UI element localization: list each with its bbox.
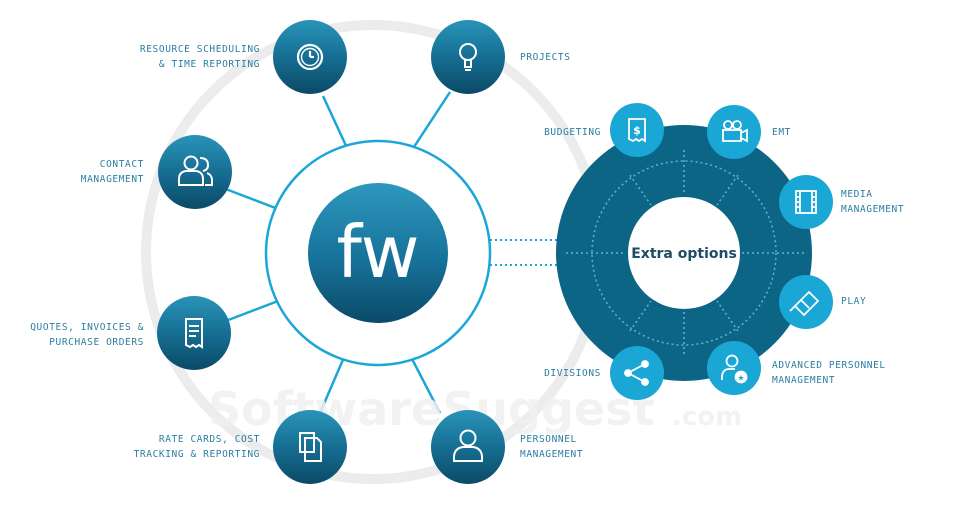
node-quotes-invoices[interactable] — [157, 296, 231, 370]
node-divisions[interactable] — [610, 346, 664, 400]
contacts-icon — [178, 155, 213, 186]
person-icon — [453, 429, 483, 462]
extra-ring-dotted-outer — [591, 160, 777, 346]
hub-core — [308, 183, 448, 323]
label-rate-cards: RATE CARDS, COST TRACKING & REPORTING — [133, 434, 260, 460]
lightbulb-icon — [459, 43, 477, 71]
node-contact-management[interactable] — [158, 135, 232, 209]
documents-icon — [299, 432, 322, 462]
label-quotes-invoices: QUOTES, INVOICES & PURCHASE ORDERS — [30, 322, 144, 348]
node-play[interactable] — [779, 275, 833, 329]
label-projects: PROJECTS — [520, 52, 571, 63]
label-media-management: MEDIA MANAGEMENT — [841, 189, 905, 215]
svg-text:$: $ — [633, 124, 641, 137]
node-emt[interactable] — [707, 105, 761, 159]
node-personnel-management[interactable] — [431, 410, 505, 484]
label-resource-scheduling: RESOURCE SCHEDULING & TIME REPORTING — [139, 44, 260, 70]
user-star-icon: ★ — [721, 354, 748, 384]
video-camera-icon — [722, 120, 748, 143]
receipt-icon — [185, 318, 203, 349]
label-personnel-management: PERSONNEL MANAGEMENT — [520, 434, 584, 460]
extra-center-disc — [628, 197, 740, 309]
watermark-suffix: .com — [672, 402, 742, 432]
label-play: PLAY — [841, 296, 867, 307]
share-icon — [624, 360, 649, 386]
watermark-text: SoftwareSuggest — [208, 382, 654, 436]
clock-icon — [296, 43, 324, 71]
node-resource-scheduling[interactable] — [273, 20, 347, 94]
budget-receipt-icon: $ — [628, 118, 646, 143]
extra-ring-radial-dots — [566, 150, 805, 357]
extra-connectors — [490, 239, 562, 266]
node-budgeting[interactable]: $ — [610, 103, 664, 157]
label-budgeting: BUDGETING — [544, 127, 601, 138]
label-divisions: DIVISIONS — [544, 368, 601, 379]
node-media-management[interactable] — [779, 175, 833, 229]
play-ticket-icon — [789, 290, 820, 317]
label-advanced-personnel: ADVANCED PERSONNEL MANAGEMENT — [772, 360, 886, 386]
film-strip-icon — [795, 190, 817, 214]
node-advanced-personnel[interactable]: ★ — [707, 341, 761, 395]
svg-text:★: ★ — [737, 374, 744, 383]
extra-options-label: Extra options — [631, 246, 737, 262]
center-logo-text: fw — [337, 210, 420, 294]
node-projects[interactable] — [431, 20, 505, 94]
label-emt: EMT — [772, 127, 791, 138]
core-spokes — [222, 91, 452, 414]
node-rate-cards[interactable] — [273, 410, 347, 484]
label-contact-management: CONTACT MANAGEMENT — [80, 159, 144, 185]
